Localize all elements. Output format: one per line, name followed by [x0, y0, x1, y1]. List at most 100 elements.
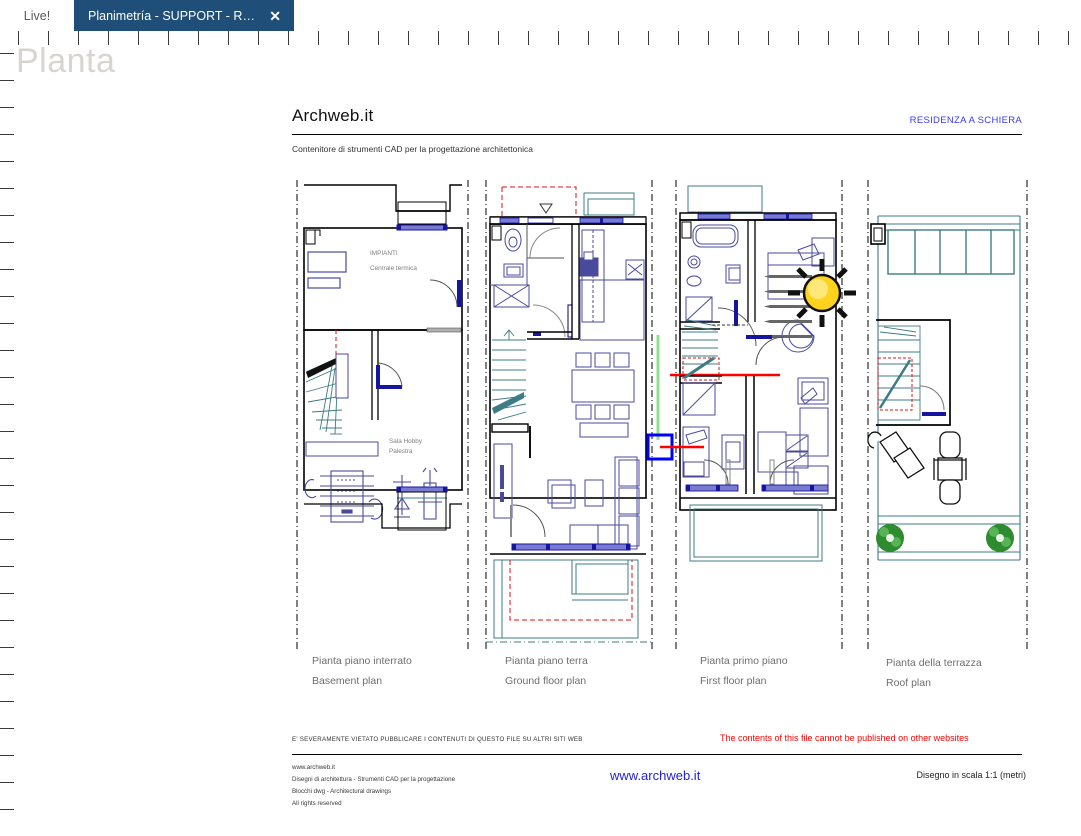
ruler-left-tick: [0, 593, 14, 594]
roof-planter-band: [878, 515, 1020, 561]
ruler-top-tick: [978, 31, 979, 45]
ruler-left-tick: [0, 647, 14, 648]
plan-first-floor[interactable]: [670, 180, 860, 650]
ruler-left-tick: [0, 53, 14, 54]
ruler-left: [0, 45, 14, 836]
ruler-top-tick: [198, 31, 199, 45]
ruler-top-tick: [48, 31, 49, 45]
ruler-left-tick: [0, 107, 14, 108]
basement-drawing: IMPIANTI Centrale termica: [296, 180, 469, 650]
ruler-left-tick: [0, 755, 14, 756]
first-floor-balcony: [689, 504, 823, 562]
ruler-top-tick: [888, 31, 889, 45]
sheet-footer: E' SEVERAMENTE VIETATO PUBBLICARE I CONT…: [290, 733, 1032, 807]
ruler-top-tick: [108, 31, 109, 45]
ruler-left-tick: [0, 539, 14, 540]
deck-chair-right: [933, 431, 967, 505]
first-floor-drawing: [670, 180, 856, 650]
footer-url-link[interactable]: www.archweb.it: [610, 768, 701, 783]
caption-basement-en: Basement plan: [312, 675, 383, 687]
bathroom-fixtures: [493, 228, 530, 308]
close-icon[interactable]: ✕: [269, 7, 281, 24]
ruler-left-tick: [0, 728, 14, 729]
living-room-furniture: [547, 456, 640, 550]
caption-roof-en: Roof plan: [886, 677, 931, 689]
browser-tab-strip: Live! Planimetría - SUPPORT - Rend... ✕: [0, 0, 1081, 31]
sheet-subtitle: Contenitore di strumenti CAD per la prog…: [292, 144, 533, 154]
caption-basement: Pianta piano interrato Basement plan: [312, 655, 412, 687]
ruler-left-tick: [0, 431, 14, 432]
ruler-top-tick: [1008, 31, 1009, 45]
ruler-left-tick: [0, 134, 14, 135]
ruler-left-tick: [0, 782, 14, 783]
ruler-top-tick: [1038, 31, 1039, 45]
kitchen-fixtures: [579, 229, 645, 341]
ruler-left-tick: [0, 377, 14, 378]
first-floor-bathroom: [685, 224, 741, 322]
bedroom-3-furniture: [785, 377, 829, 495]
footer-scale-label: Disegno in scala 1:1 (metri): [916, 770, 1026, 780]
caption-ground-en: Ground floor plan: [505, 675, 587, 687]
ruler-top-tick: [528, 31, 529, 45]
room-label-sala-hobby: Sala Hobby: [389, 438, 423, 445]
ruler-left-tick: [0, 215, 14, 216]
ground-staircase: [491, 329, 527, 421]
ruler-top-tick: [498, 31, 499, 45]
ruler-top-tick: [678, 31, 679, 45]
gym-equipment: [304, 470, 384, 523]
sun-exposure-arrows: [764, 275, 812, 338]
ruler-left-tick: [0, 188, 14, 189]
ruler-left-tick: [0, 323, 14, 324]
ruler-top-tick: [438, 31, 439, 45]
room-label-impianti: IMPIANTI: [370, 250, 398, 257]
plan-ground-floor[interactable]: [480, 180, 670, 650]
deck-chair-left: [867, 431, 925, 479]
ruler-top-tick: [618, 31, 619, 45]
plan-captions: Pianta piano interrato Basement plan Pia…: [290, 655, 1032, 707]
ruler-top-tick: [588, 31, 589, 45]
ruler-top-tick: [738, 31, 739, 45]
ground-terrace: [493, 559, 639, 639]
ruler-left-tick: [0, 620, 14, 621]
tab-live[interactable]: Live!: [0, 0, 74, 31]
footer-divider: [292, 754, 1022, 755]
caption-first-en: First floor plan: [700, 675, 767, 687]
footer-warning-en: The contents of this file cannot be publ…: [720, 733, 969, 743]
ruler-left-tick: [0, 350, 14, 351]
sheet-type-label: RESIDENZA A SCHIERA: [909, 115, 1022, 126]
caption-first-it: Pianta primo piano: [700, 655, 788, 667]
ruler-top-tick: [228, 31, 229, 45]
caption-roof: Pianta della terrazza Roof plan: [886, 657, 982, 689]
brand-title: Archweb.it: [292, 106, 374, 125]
section-marker-group: [646, 335, 704, 461]
tree-right: [986, 524, 1014, 552]
tab-planimetria-label: Planimetría - SUPPORT - Rend...: [88, 8, 259, 23]
footer-warning-it: E' SEVERAMENTE VIETATO PUBBLICARE I CONT…: [292, 736, 583, 743]
ruler-top-tick: [378, 31, 379, 45]
caption-basement-it: Pianta piano interrato: [312, 655, 412, 667]
plan-basement[interactable]: IMPIANTI Centrale termica: [290, 180, 480, 650]
plan-roof[interactable]: [860, 180, 1050, 650]
ruler-left-tick: [0, 161, 14, 162]
ruler-left-tick: [0, 242, 14, 243]
tab-planimetria[interactable]: Planimetría - SUPPORT - Rend... ✕: [74, 0, 294, 31]
ruler-left-tick: [0, 296, 14, 297]
ground-floor-drawing: [485, 180, 653, 650]
ruler-top-tick: [288, 31, 289, 45]
footer-credit-0: www.archweb.it: [292, 764, 335, 771]
ruler-top-tick: [648, 31, 649, 45]
ruler-left-tick: [0, 485, 14, 486]
ruler-top-tick: [558, 31, 559, 45]
footer-credit-2: Blocchi dwg - Architectural drawings: [292, 788, 392, 796]
ruler-top-tick: [408, 31, 409, 45]
footer-credit-1: Disegni di architettura - Strumenti CAD …: [292, 776, 456, 784]
ruler-left-tick: [0, 809, 14, 810]
header-divider: [292, 134, 1022, 135]
floor-plans-row: IMPIANTI Centrale termica: [290, 180, 1032, 650]
ruler-top-tick: [948, 31, 949, 45]
ruler-top-tick: [18, 31, 19, 45]
ruler-top-tick: [468, 31, 469, 45]
tree-left: [876, 524, 904, 552]
caption-first: Pianta primo piano First floor plan: [700, 655, 788, 687]
roof-drawing: [867, 180, 1028, 650]
